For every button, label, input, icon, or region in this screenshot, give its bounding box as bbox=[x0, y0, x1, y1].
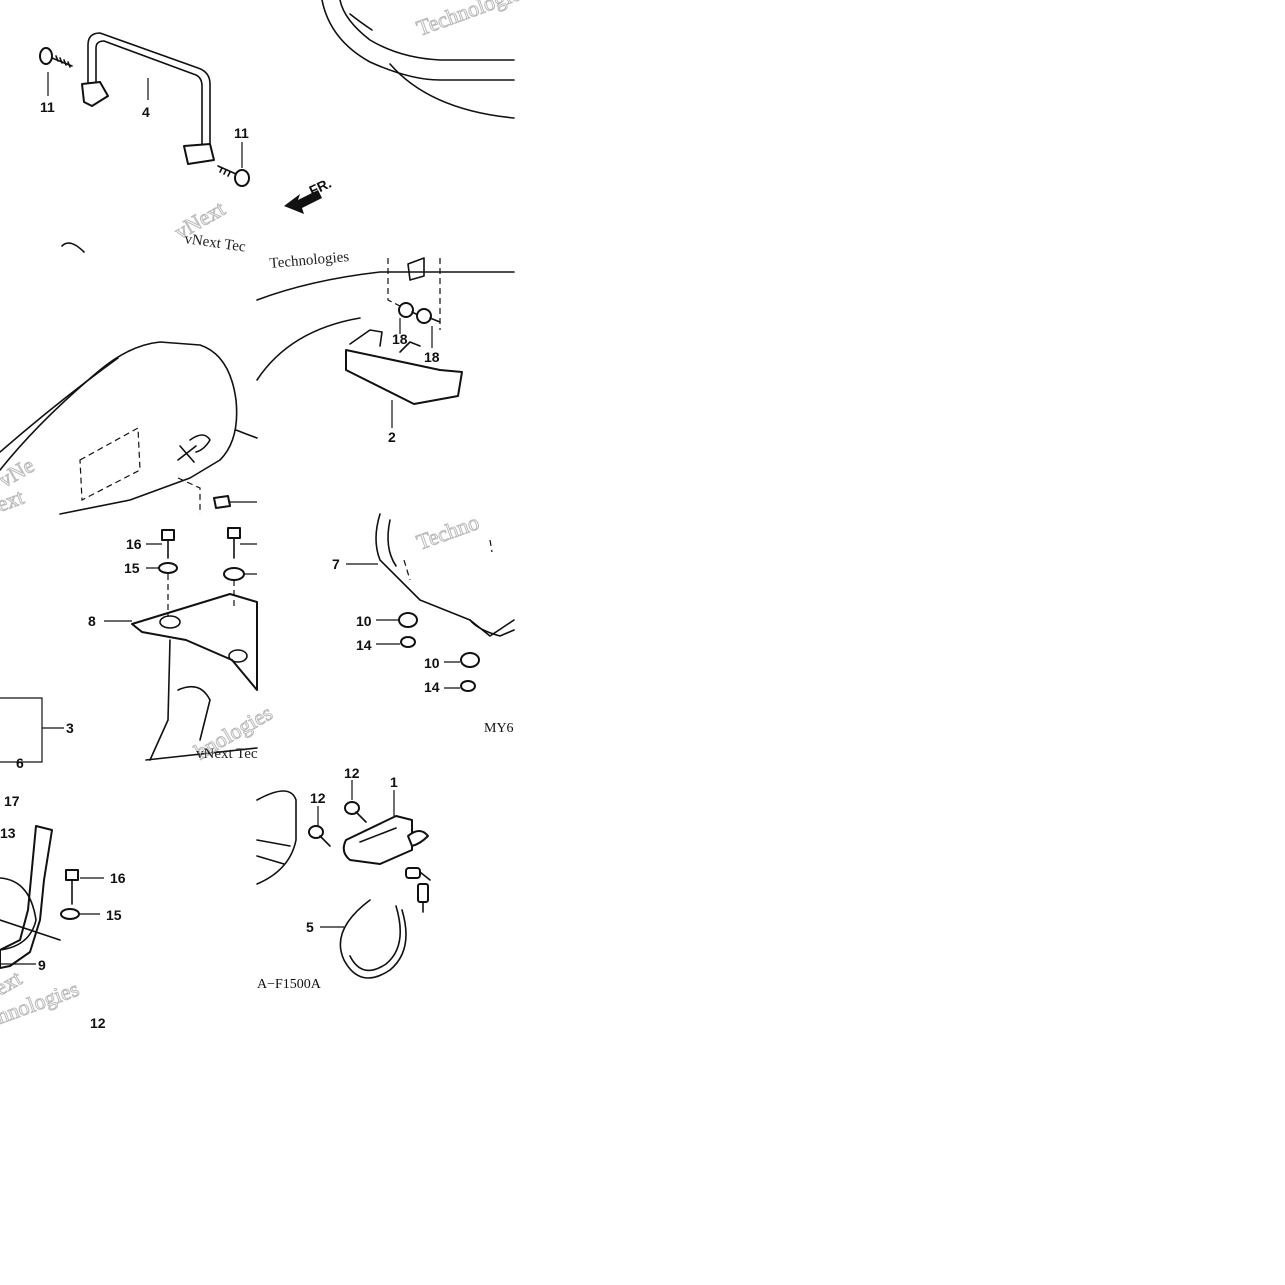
bolt-icon bbox=[65, 869, 79, 905]
screw-icon bbox=[308, 825, 331, 847]
callout-label: 8 bbox=[88, 613, 96, 629]
bolt-icon bbox=[217, 165, 250, 187]
callout-label: 16 bbox=[110, 870, 126, 886]
rear-bumper bbox=[345, 349, 463, 405]
washer-icon bbox=[158, 562, 178, 574]
mount-bracket bbox=[131, 593, 258, 691]
callout-label: 11 bbox=[234, 125, 249, 141]
tile-seat-edge: Technologies FR. bbox=[284, 0, 532, 214]
callout-label: 4 bbox=[142, 104, 150, 120]
tile-rear-bumper: 18 18 2 Technologies bbox=[256, 249, 515, 445]
grommet-icon bbox=[400, 636, 416, 648]
tile-mount-bracket: 16 15 8 3 6 hnologies vNext Tec bbox=[0, 527, 277, 771]
callout-label: 12 bbox=[310, 790, 326, 806]
callout-label: 2 bbox=[388, 429, 396, 445]
tile-trunk-bottom: 7 10 14 10 14 MY6 Techno bbox=[332, 509, 515, 736]
callout-label: 15 bbox=[106, 907, 122, 923]
callout-label: 9 bbox=[38, 957, 46, 973]
diagram-code: MY6 bbox=[484, 721, 514, 736]
bolt-icon bbox=[227, 527, 241, 559]
callout-label: 17 bbox=[4, 793, 20, 809]
callout-label: 5 bbox=[306, 919, 314, 935]
watermark: ext bbox=[0, 484, 27, 517]
grommet-icon bbox=[460, 652, 480, 668]
callout-label: 13 bbox=[0, 825, 16, 841]
grommet-icon bbox=[398, 612, 418, 628]
tile-trunk-lid: vNe ext bbox=[0, 341, 258, 517]
callout-label: 10 bbox=[356, 613, 372, 629]
lock-body bbox=[342, 815, 413, 865]
watermark: Techno bbox=[413, 509, 482, 555]
trunk-strap bbox=[0, 825, 53, 969]
front-direction-arrow: FR. bbox=[284, 175, 334, 214]
callout-label: 10 bbox=[424, 655, 440, 671]
handle-mount-left bbox=[81, 81, 109, 107]
callout-label: 14 bbox=[356, 637, 372, 653]
diagram-code: A−F1500A bbox=[257, 977, 322, 992]
callout-label: 3 bbox=[66, 720, 74, 736]
arrow-left-icon bbox=[284, 190, 322, 214]
callout-label: 1 bbox=[390, 774, 398, 790]
tile-trunk-side: 17 13 16 15 9 ext hnologies 12 bbox=[0, 793, 126, 1031]
callout-label: 14 bbox=[424, 679, 440, 695]
grommet-icon bbox=[460, 680, 476, 692]
nut-icon bbox=[213, 495, 231, 509]
bolt-icon bbox=[416, 308, 441, 324]
bolt-icon bbox=[161, 529, 175, 559]
callout-label: 12 bbox=[344, 765, 360, 781]
security-cable bbox=[339, 899, 407, 979]
washer-icon bbox=[60, 908, 80, 920]
tile-lock-cable: 12 12 1 5 A−F1500A bbox=[256, 765, 431, 992]
tile-carrier-handle: 11 4 11 vNext vNext Tec bbox=[39, 32, 250, 256]
lock-knob bbox=[407, 830, 429, 847]
bolt-icon bbox=[39, 47, 73, 68]
callout-label: 6 bbox=[16, 755, 24, 771]
watermark: Technologies bbox=[269, 249, 350, 272]
watermark: vNext Tec bbox=[183, 231, 247, 255]
watermark: Technologies bbox=[413, 0, 531, 41]
callout-label: 7 bbox=[332, 556, 340, 572]
watermark: vNext Tec bbox=[196, 746, 258, 762]
callout-label: 12 bbox=[90, 1015, 106, 1031]
front-label: FR. bbox=[307, 175, 334, 199]
callout-label: 18 bbox=[392, 331, 408, 347]
handle-mount-right bbox=[183, 143, 215, 165]
callout-label: 18 bbox=[424, 349, 440, 365]
screw-icon bbox=[344, 801, 367, 823]
washer-icon bbox=[223, 567, 245, 581]
callout-label: 11 bbox=[40, 99, 55, 115]
key-icon bbox=[405, 867, 431, 913]
callout-label: 16 bbox=[126, 536, 142, 552]
callout-label: 15 bbox=[124, 560, 140, 576]
bolt-icon bbox=[398, 302, 421, 318]
